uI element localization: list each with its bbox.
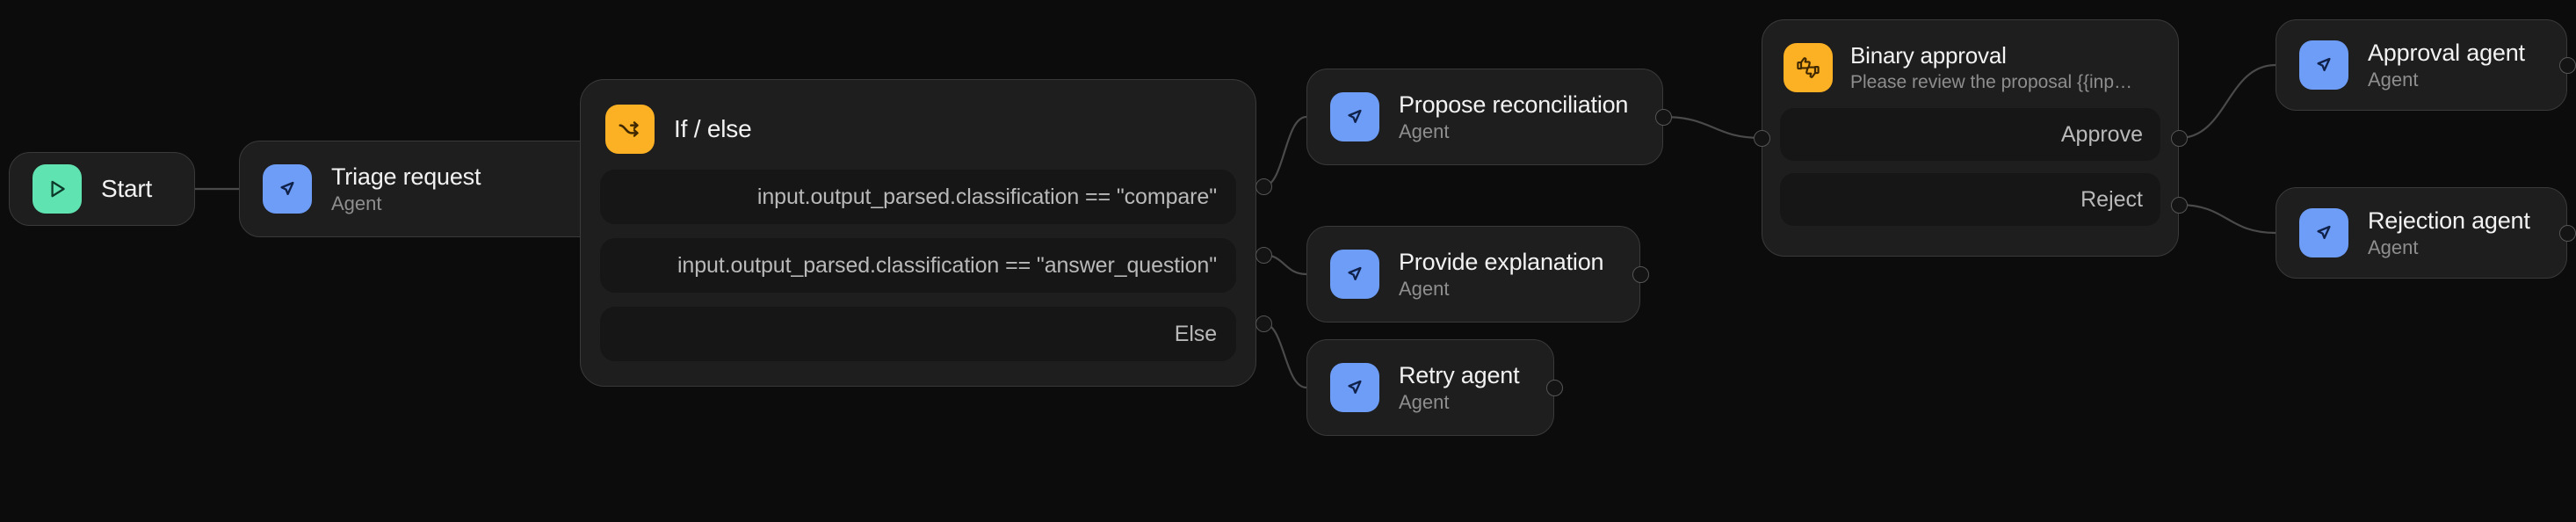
node-explain-subtitle: Agent — [1399, 278, 1450, 300]
thumbs-icon — [1784, 43, 1833, 92]
binary-approval-title: Binary approval — [1850, 42, 2007, 69]
retry-output-port[interactable] — [1546, 380, 1563, 396]
if-else-condition-row[interactable]: input.output_parsed.classification == "c… — [600, 170, 1236, 224]
node-propose-subtitle: Agent — [1399, 120, 1450, 142]
node-propose-reconciliation[interactable]: Propose reconciliation Agent — [1306, 69, 1663, 165]
approve-label: Approve — [2060, 121, 2143, 147]
approve-row[interactable]: Approve — [1780, 108, 2160, 161]
edge-compare-to-propose — [1263, 115, 1307, 188]
node-binary-approval[interactable]: Binary approval Please review the propos… — [1762, 19, 2179, 257]
node-approval-agent-subtitle: Agent — [2368, 69, 2419, 91]
if-else-output-port-compare[interactable] — [1255, 178, 1272, 195]
approve-output-port[interactable] — [2171, 130, 2188, 147]
if-else-header: If / else — [600, 99, 1236, 170]
cursor-icon — [263, 164, 312, 214]
node-approval-agent[interactable]: Approval agent Agent — [2276, 19, 2567, 111]
node-triage-title: Triage request — [331, 163, 481, 190]
node-rejection-agent[interactable]: Rejection agent Agent — [2276, 187, 2567, 279]
node-triage-subtitle: Agent — [331, 192, 382, 214]
if-else-condition-text: input.output_parsed.classification == "a… — [677, 252, 1217, 278]
node-retry-agent[interactable]: Retry agent Agent — [1306, 339, 1554, 436]
if-else-condition-row[interactable]: input.output_parsed.classification == "a… — [600, 238, 1236, 293]
propose-output-port[interactable] — [1655, 109, 1672, 126]
reject-output-port[interactable] — [2171, 197, 2188, 214]
node-if-else[interactable]: If / else input.output_parsed.classifica… — [580, 79, 1256, 387]
cursor-icon — [1330, 363, 1379, 412]
node-retry-title: Retry agent — [1399, 362, 1520, 388]
cursor-icon — [2299, 208, 2348, 257]
node-rejection-agent-subtitle: Agent — [2368, 236, 2419, 258]
node-explain-title: Provide explanation — [1399, 249, 1604, 275]
if-else-output-port-else[interactable] — [1255, 315, 1272, 332]
node-retry-subtitle: Agent — [1399, 391, 1450, 413]
binary-approval-header: Binary approval Please review the propos… — [1780, 38, 2160, 108]
binary-approval-input-port[interactable] — [1754, 130, 1770, 147]
rejection-agent-output-port[interactable] — [2559, 225, 2576, 242]
binary-approval-subtitle: Please review the proposal {{inp… — [1850, 72, 2133, 92]
reject-label: Reject — [2080, 186, 2143, 212]
play-icon — [33, 164, 82, 214]
node-triage-request[interactable]: Triage request Agent — [239, 141, 608, 237]
cursor-icon — [2299, 40, 2348, 90]
cursor-icon — [1330, 92, 1379, 141]
explain-output-port[interactable] — [1632, 266, 1649, 283]
node-propose-title: Propose reconciliation — [1399, 91, 1629, 118]
reject-row[interactable]: Reject — [1780, 173, 2160, 226]
node-rejection-agent-title: Rejection agent — [2368, 207, 2530, 234]
approval-agent-output-port[interactable] — [2559, 57, 2576, 74]
if-else-title: If / else — [674, 115, 752, 142]
cursor-icon — [1330, 250, 1379, 299]
edge-propose-to-approval — [1662, 115, 1762, 140]
node-start[interactable]: Start — [9, 152, 195, 226]
node-provide-explanation[interactable]: Provide explanation Agent — [1306, 226, 1640, 323]
edge-else-to-retry — [1263, 322, 1307, 389]
if-else-output-port-answer[interactable] — [1255, 247, 1272, 264]
if-else-else-row[interactable]: Else — [600, 307, 1236, 361]
edge-approve-to-approval-agent — [2178, 63, 2276, 140]
if-else-else-text: Else — [1174, 321, 1217, 346]
edge-reject-to-rejection-agent — [2178, 203, 2276, 235]
node-start-title: Start — [101, 175, 153, 202]
branch-icon — [605, 105, 655, 154]
node-approval-agent-title: Approval agent — [2368, 40, 2525, 66]
if-else-condition-text: input.output_parsed.classification == "c… — [756, 184, 1217, 209]
